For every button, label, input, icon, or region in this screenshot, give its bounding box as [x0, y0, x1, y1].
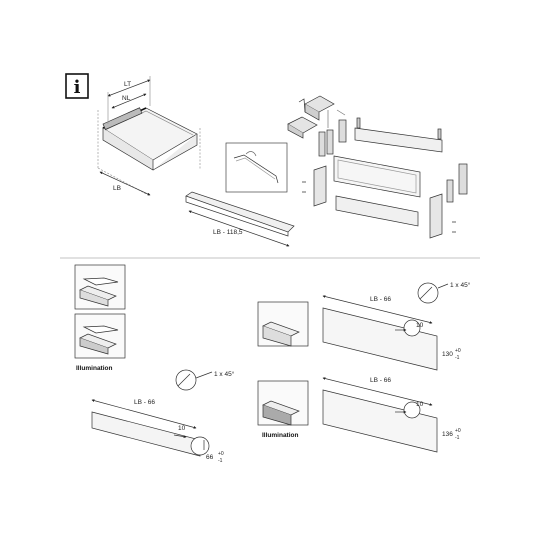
- left-front-panel: [91, 369, 213, 457]
- lb-label: LB: [113, 185, 121, 192]
- left-height-value: 66: [206, 454, 214, 461]
- svg-text:i: i: [74, 77, 81, 98]
- drawer-icon-standard: [74, 264, 126, 310]
- left-inset-label: 10: [178, 425, 186, 432]
- left-tol-lower: -1: [218, 458, 223, 464]
- right-front-panel-1: [322, 282, 449, 371]
- right-drawer-icon-illumination: [257, 380, 309, 426]
- gallery-rod: [185, 191, 295, 247]
- right-drawer-icon-standard: [257, 301, 309, 347]
- left-tol-upper: +0: [218, 451, 224, 457]
- front1-lb66-label: LB - 66: [370, 296, 391, 303]
- front2-height-value: 136: [442, 431, 453, 438]
- exploded-parts: [287, 95, 468, 239]
- rod-length-label: LB - 118,5: [213, 229, 243, 236]
- front1-inset-label: 10: [416, 322, 424, 329]
- drawer-assembly-drawing: [97, 76, 201, 197]
- info-icon: i: [65, 73, 89, 99]
- left-lb66-label: LB - 66: [134, 399, 155, 406]
- front1-tol-lower: -1: [455, 355, 460, 361]
- illumination-label-right: Illumination: [262, 432, 299, 439]
- left-chamfer-label: 1 x 45°: [214, 370, 235, 378]
- front1-height-value: 130: [442, 351, 453, 358]
- front1-tol-upper: +0: [455, 348, 461, 354]
- lt-label: LT: [124, 81, 131, 88]
- drawer-icon-illumination: [74, 313, 126, 359]
- front2-tol-lower: -1: [455, 435, 460, 441]
- nl-label: NL: [122, 95, 131, 102]
- front1-chamfer-label: 1 x 45°: [450, 281, 471, 289]
- right-front-panel-2: [322, 377, 438, 453]
- front2-inset-label: 10: [416, 401, 424, 408]
- front2-lb66-label: LB - 66: [370, 377, 391, 384]
- front2-tol-upper: +0: [455, 428, 461, 434]
- detail-inset: [225, 142, 288, 193]
- illumination-label-left: Illumination: [76, 365, 113, 372]
